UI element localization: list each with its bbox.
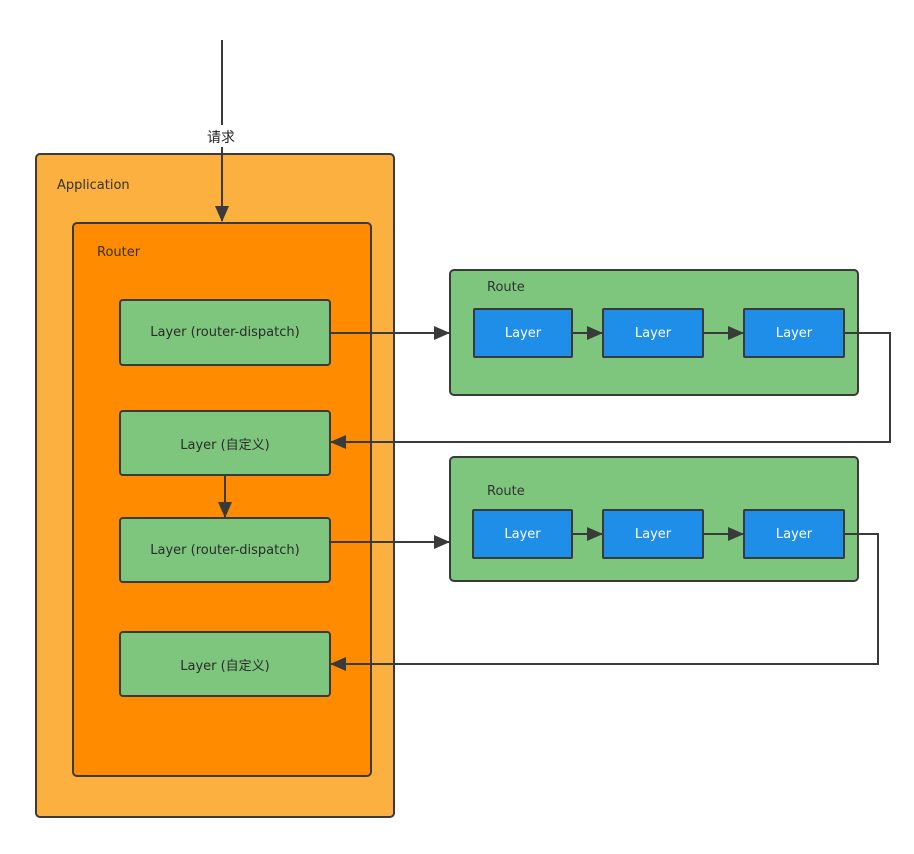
router-layer-custom-1: Layer (自定义) — [119, 410, 331, 476]
route2-layer-1: Layer — [472, 509, 573, 559]
route1-layer-2: Layer — [602, 308, 704, 358]
route2-layer-3: Layer — [743, 509, 845, 559]
route1-layer-1: Layer — [473, 308, 573, 358]
router-layer-custom-2: Layer (自定义) — [119, 631, 331, 697]
route-label-2: Route — [487, 484, 525, 499]
request-label: 请求 — [207, 130, 235, 146]
router-layer-dispatch-1: Layer (router-dispatch) — [119, 299, 331, 366]
router-layer-dispatch-2: Layer (router-dispatch) — [119, 517, 331, 583]
application-label: Application — [57, 178, 130, 193]
router-label: Router — [97, 245, 141, 260]
route-label-1: Route — [487, 280, 525, 295]
route2-layer-2: Layer — [602, 509, 704, 559]
route1-layer-3: Layer — [743, 308, 845, 358]
